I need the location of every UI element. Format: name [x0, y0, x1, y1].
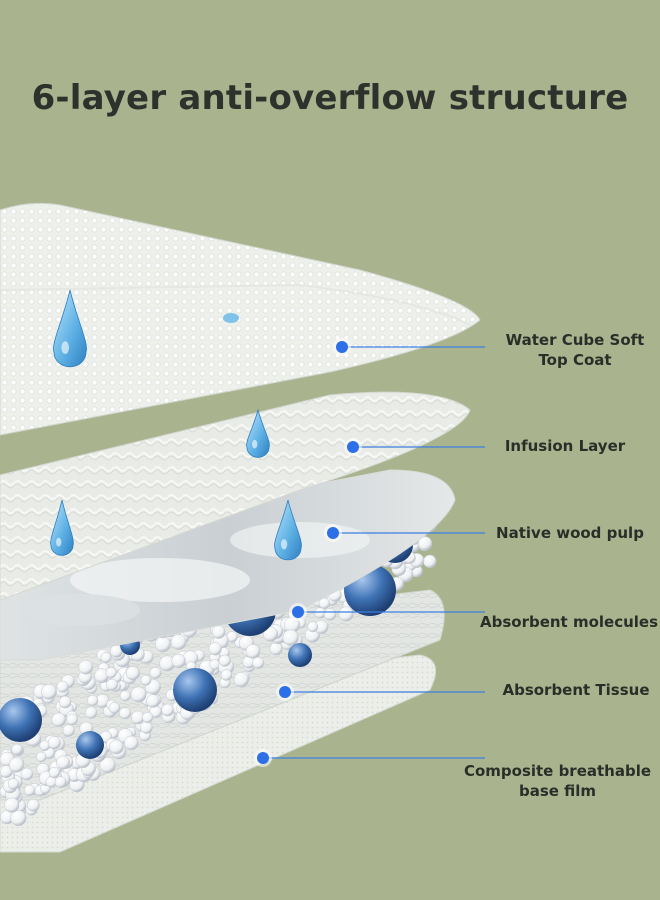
infusion-label: Infusion Layer [500, 436, 630, 456]
infusion-label-line: Infusion Layer [504, 437, 626, 455]
base-film-label-line: base film [518, 782, 597, 800]
top-coat-label-line: Water Cube Soft [505, 331, 645, 349]
gel-sphere [288, 643, 312, 667]
gel-sphere [0, 698, 42, 742]
top-coat-sheet [0, 202, 481, 436]
molecules-label-line: Absorbent molecules [479, 613, 659, 631]
base-film-label: Composite breathable base film [460, 761, 655, 801]
gel-sphere [76, 731, 104, 759]
molecules-pointer-dot [292, 606, 304, 618]
base-film-label-line: Composite breathable [463, 762, 652, 780]
tissue-pointer-dot [279, 686, 291, 698]
wood-pulp-pointer-dot [327, 527, 339, 539]
wood-pulp-label: Native wood pulp [490, 523, 650, 543]
wood-pulp-label-line: Native wood pulp [496, 524, 644, 542]
top-coat-pointer-dot [336, 341, 348, 353]
gel-sphere [173, 668, 217, 712]
base-film-pointer-dot [257, 752, 269, 764]
top-coat-label-line: Top Coat [538, 351, 612, 369]
molecules-label: Absorbent molecules [478, 612, 660, 632]
infusion-pointer-dot [347, 441, 359, 453]
tissue-label: Absorbent Tissue [500, 680, 652, 700]
tissue-label-line: Absorbent Tissue [502, 681, 650, 699]
page-title: 6-layer anti-overflow structure [31, 78, 629, 118]
water-bead-icon [223, 313, 239, 323]
